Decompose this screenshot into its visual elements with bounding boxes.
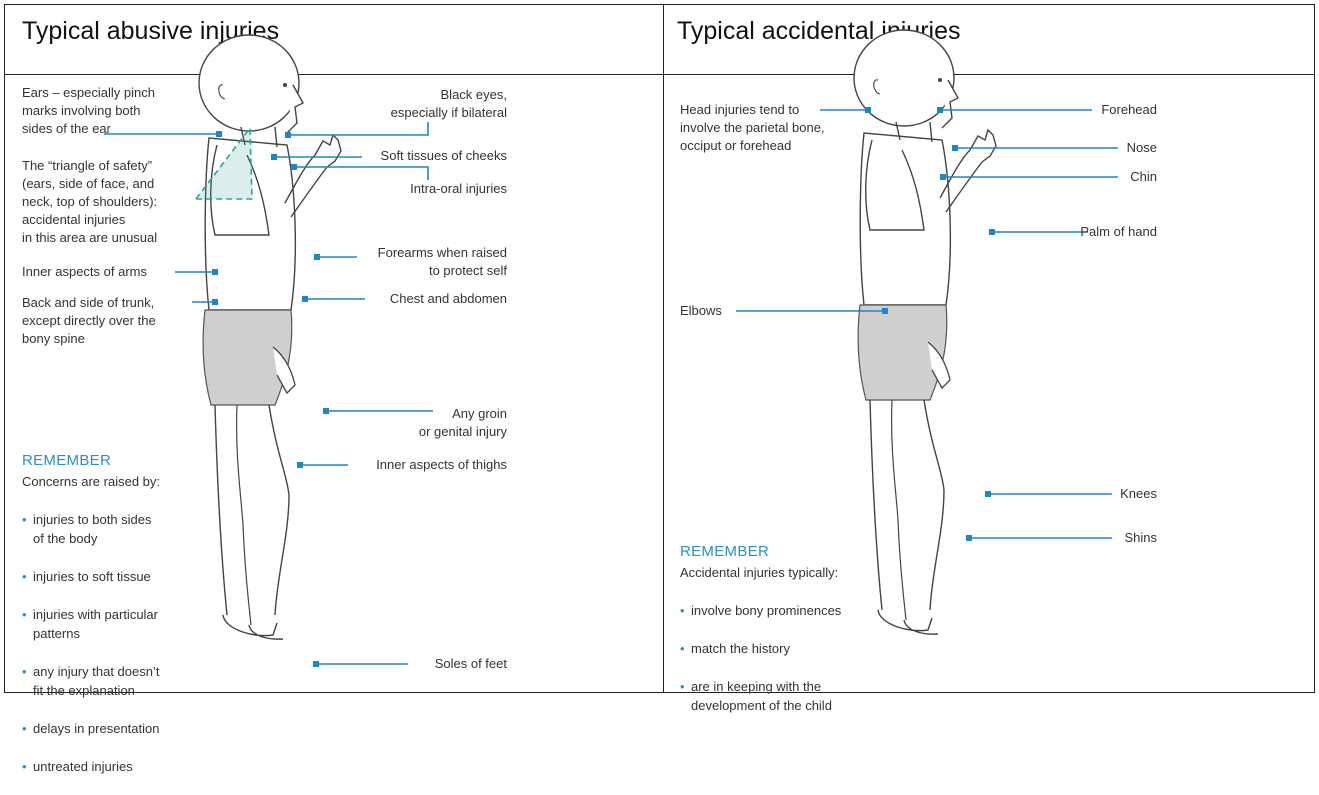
label-palm-of-hand: Palm of hand [1080,223,1157,241]
abusive-remember-intro: Concerns are raised by: [22,472,160,491]
label-soles-of-feet: Soles of feet [435,655,507,673]
accidental-remember-box: Accidental injuries typically: involve b… [680,563,841,734]
list-item: any injury that doesn’t fit the explanat… [22,662,160,700]
label-knees: Knees [1120,485,1157,503]
label-cheeks: Soft tissues of cheeks [381,147,507,165]
accidental-remember-intro: Accidental injuries typically: [680,563,841,582]
label-ears: Ears – especially pinch marks involving … [22,84,155,138]
label-inner-thighs: Inner aspects of thighs [376,456,507,474]
accidental-remember-heading: REMEMBER [680,543,769,560]
list-item: involve bony prominences [680,601,841,620]
label-nose: Nose [1127,139,1157,157]
label-groin: Any groin or genital injury [419,405,507,441]
label-head-injuries: Head injuries tend to involve the pariet… [680,101,825,155]
label-shins: Shins [1124,529,1157,547]
label-chin: Chin [1130,168,1157,186]
list-item: injuries to both sides of the body [22,510,160,548]
list-item: untreated injuries [22,757,160,776]
list-item: delays in presentation [22,719,160,738]
label-triangle-of-safety: The “triangle of safety” (ears, side of … [22,157,157,247]
label-elbows: Elbows [680,302,722,320]
accidental-remember-list: involve bony prominences match the histo… [680,582,841,734]
label-black-eyes: Black eyes, especially if bilateral [391,86,507,122]
list-item: are in keeping with the development of t… [680,677,841,715]
label-inner-arms: Inner aspects of arms [22,263,147,281]
list-item: injuries to soft tissue [22,567,160,586]
label-chest-abdomen: Chest and abdomen [390,290,507,308]
label-back-trunk: Back and side of trunk, except directly … [22,294,156,348]
label-forearms: Forearms when raised to protect self [378,244,507,280]
label-intra-oral: Intra-oral injuries [410,180,507,198]
abusive-remember-heading: REMEMBER [22,452,111,469]
list-item: match the history [680,639,841,658]
list-item: injuries with particular patterns [22,605,160,643]
abusive-remember-box: Concerns are raised by: injuries to both… [22,472,160,795]
abusive-remember-list: injuries to both sides of the body injur… [22,491,160,795]
label-forehead: Forehead [1101,101,1157,119]
